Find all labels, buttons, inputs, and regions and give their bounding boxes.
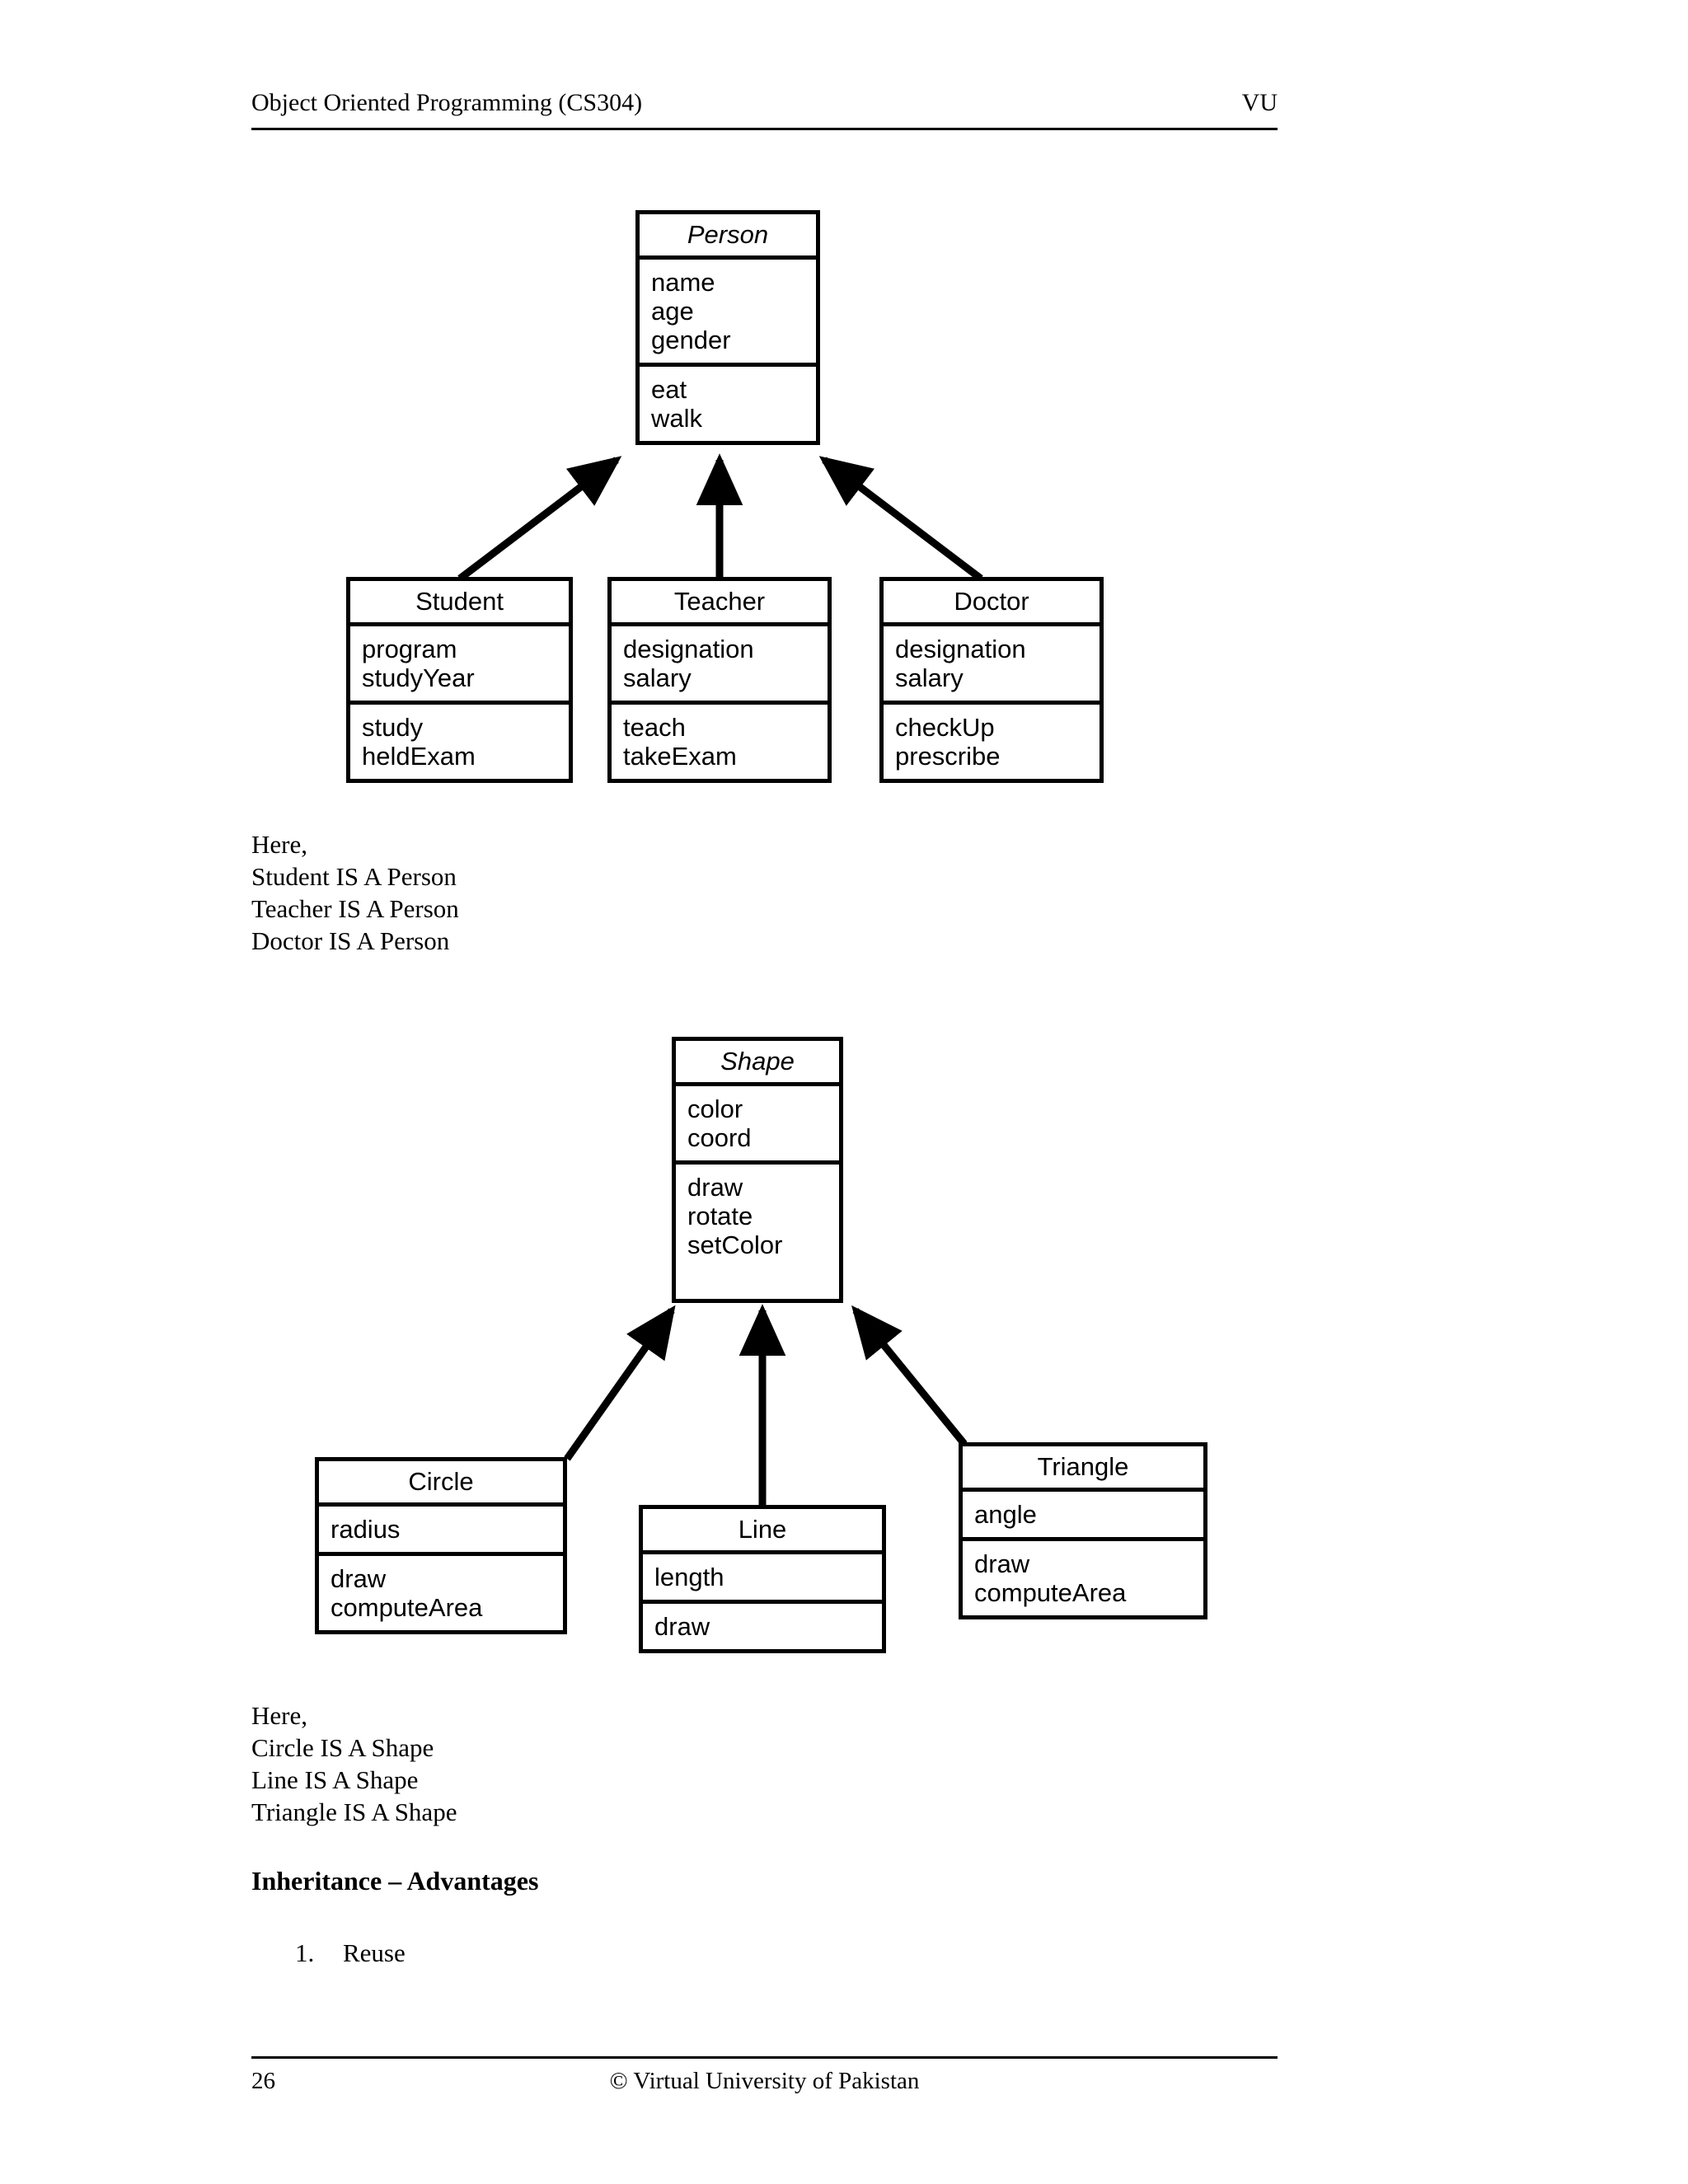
caption-line: Triangle IS A Shape xyxy=(251,1797,457,1826)
list-item-text: Reuse xyxy=(343,1938,406,1967)
class-name-line: Line xyxy=(643,1509,882,1554)
operation-row: draw xyxy=(687,1173,743,1202)
attribute-row: designation xyxy=(623,635,754,663)
operation-row: walk xyxy=(651,404,703,433)
caption-shape-hierarchy: Here, Circle IS A Shape Line IS A Shape … xyxy=(251,1699,457,1828)
operation-row: study xyxy=(362,713,424,742)
class-box-teacher: Teacher designation salary teach takeExa… xyxy=(607,577,832,783)
caption-line: Circle IS A Shape xyxy=(251,1733,434,1762)
list-item: 1. Reuse xyxy=(295,1937,406,1970)
attribute-row: name xyxy=(651,268,715,297)
class-name-triangle: Triangle xyxy=(963,1446,1203,1492)
attribute-row: radius xyxy=(331,1515,401,1544)
operations-doctor: checkUp prescribe xyxy=(884,701,1100,779)
operation-row: computeArea xyxy=(974,1578,1127,1607)
attribute-row: age xyxy=(651,297,694,326)
attributes-doctor: designation salary xyxy=(884,626,1100,701)
operation-row: setColor xyxy=(687,1230,783,1259)
operations-triangle: draw computeArea xyxy=(963,1537,1203,1615)
caption-line: Student IS A Person xyxy=(251,862,457,891)
section-heading-inheritance-advantages: Inheritance – Advantages xyxy=(251,1866,539,1896)
operation-row: draw xyxy=(654,1612,710,1641)
operations-person: eat walk xyxy=(640,363,816,441)
edge-circle-to-shape xyxy=(564,1305,676,1461)
attribute-row: designation xyxy=(895,635,1026,663)
operation-row: heldExam xyxy=(362,742,476,771)
attribute-row: studyYear xyxy=(362,663,475,692)
attribute-row: length xyxy=(654,1563,724,1591)
attributes-triangle: angle xyxy=(963,1492,1203,1537)
footer-page-number: 26 xyxy=(251,2068,275,2094)
caption-line: Doctor IS A Person xyxy=(251,926,450,955)
class-name-shape: Shape xyxy=(676,1041,839,1086)
operations-teacher: teach takeExam xyxy=(612,701,828,779)
class-box-student: Student program studyYear study heldExam xyxy=(346,577,573,783)
attributes-person: name age gender xyxy=(640,260,816,363)
operation-row: prescribe xyxy=(895,742,1001,771)
header-divider xyxy=(251,128,1278,130)
class-box-triangle: Triangle angle draw computeArea xyxy=(959,1442,1207,1619)
list-item-number: 1. xyxy=(295,1938,315,1967)
class-name-person: Person xyxy=(640,214,816,260)
caption-lead: Here, xyxy=(251,1701,307,1730)
class-box-doctor: Doctor designation salary checkUp prescr… xyxy=(879,577,1104,783)
footer-divider xyxy=(251,2056,1278,2059)
caption-line: Line IS A Shape xyxy=(251,1765,419,1794)
class-box-line: Line length draw xyxy=(639,1505,886,1653)
class-box-shape: Shape color coord draw rotate setColor xyxy=(672,1037,843,1303)
class-name-teacher: Teacher xyxy=(612,581,828,626)
class-box-circle: Circle radius draw computeArea xyxy=(315,1457,567,1634)
class-name-doctor: Doctor xyxy=(884,581,1100,626)
header-course-title: Object Oriented Programming (CS304) xyxy=(251,89,643,116)
edge-student-to-person xyxy=(457,456,622,582)
operations-shape: draw rotate setColor xyxy=(676,1160,839,1299)
class-box-person: Person name age gender eat walk xyxy=(635,210,820,445)
attribute-row: salary xyxy=(895,663,964,692)
operation-row: eat xyxy=(651,375,687,404)
attribute-row: gender xyxy=(651,326,731,354)
caption-lead: Here, xyxy=(251,830,307,859)
caption-person-hierarchy: Here, Student IS A Person Teacher IS A P… xyxy=(251,828,459,957)
attributes-circle: radius xyxy=(319,1507,563,1552)
operations-line: draw xyxy=(643,1600,882,1649)
edge-doctor-to-person xyxy=(818,456,983,582)
operation-row: checkUp xyxy=(895,713,995,742)
operation-row: takeExam xyxy=(623,742,737,771)
operations-circle: draw computeArea xyxy=(319,1552,563,1630)
attribute-row: angle xyxy=(974,1500,1037,1529)
operation-row: computeArea xyxy=(331,1593,483,1622)
attribute-row: salary xyxy=(623,663,692,692)
class-name-circle: Circle xyxy=(319,1461,563,1507)
edge-triangle-to-shape xyxy=(851,1305,968,1446)
attribute-row: coord xyxy=(687,1123,752,1152)
operation-row: draw xyxy=(974,1549,1030,1578)
operation-row: draw xyxy=(331,1564,387,1593)
header-institution: VU xyxy=(1241,89,1278,116)
caption-line: Teacher IS A Person xyxy=(251,894,459,923)
footer-copyright: © Virtual University of Pakistan xyxy=(609,2068,920,2094)
attributes-teacher: designation salary xyxy=(612,626,828,701)
attributes-student: program studyYear xyxy=(350,626,569,701)
class-name-student: Student xyxy=(350,581,569,626)
operation-row: rotate xyxy=(687,1202,753,1230)
operation-row: teach xyxy=(623,713,686,742)
operations-student: study heldExam xyxy=(350,701,569,779)
attributes-line: length xyxy=(643,1554,882,1600)
attribute-row: color xyxy=(687,1094,743,1123)
attributes-shape: color coord xyxy=(676,1086,839,1160)
attribute-row: program xyxy=(362,635,457,663)
page-header: Object Oriented Programming (CS304) VU xyxy=(251,87,1278,129)
